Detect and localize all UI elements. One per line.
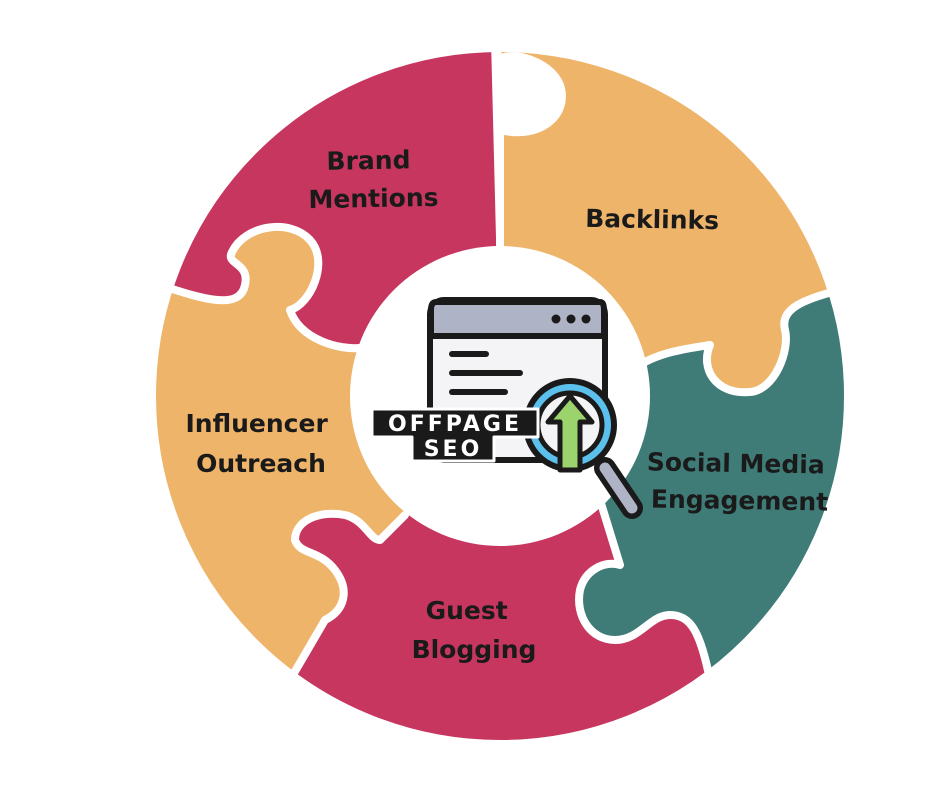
magnifier-icon bbox=[523, 378, 643, 519]
badge-line-seo: SEO bbox=[424, 437, 483, 462]
label-guest-blogging: Guest Blogging bbox=[412, 596, 537, 664]
piece-backlinks bbox=[495, 50, 846, 396]
segment-labels: Brand Mentions Backlinks Social Media En… bbox=[185, 145, 834, 664]
arrow-up-icon bbox=[545, 393, 595, 473]
piece-seams bbox=[154, 50, 846, 704]
window-dot-icon bbox=[551, 314, 561, 324]
label-brand-mentions: Brand Mentions bbox=[308, 145, 439, 214]
piece-brand-mentions bbox=[154, 50, 500, 396]
ring-outer-edge bbox=[152, 48, 848, 744]
label-social-media-engagement: Social Media Engagement bbox=[646, 447, 834, 516]
offpage-seo-badge: OFFPAGE SEO bbox=[370, 407, 540, 463]
window-dot-icon bbox=[566, 314, 576, 324]
label-backlinks: Backlinks bbox=[585, 204, 719, 235]
window-dot-icon bbox=[581, 314, 591, 324]
label-influencer-outreach: Influencer Outreach bbox=[185, 409, 336, 478]
badge-line-offpage: OFFPAGE bbox=[388, 412, 522, 437]
